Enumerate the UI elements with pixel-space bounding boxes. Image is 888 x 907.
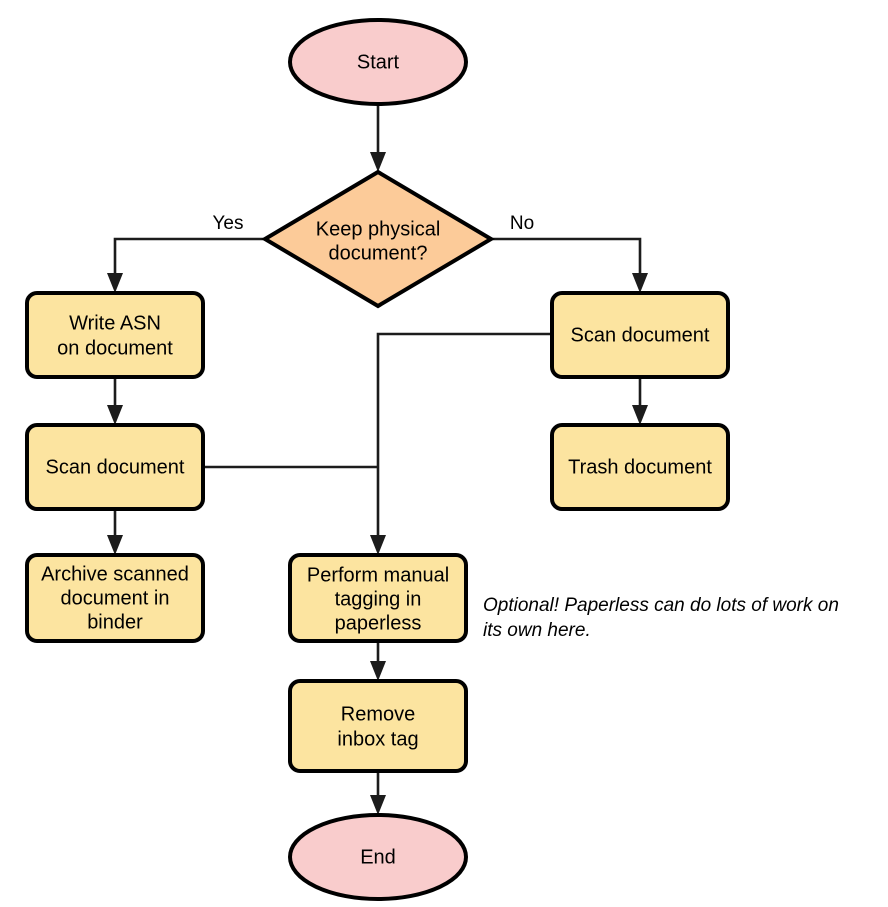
- connector-scan-right-to-trash: [632, 377, 648, 425]
- connector-decision-to-write-asn: [107, 237, 265, 293]
- scan-document-left-label: Scan document: [46, 456, 185, 478]
- node-trash-document[interactable]: Trash document: [550, 423, 730, 511]
- connector-write-asn-to-scan-left: [107, 377, 123, 425]
- connector-decision-to-scan-right: [491, 237, 648, 293]
- trash-document-box: [550, 423, 730, 511]
- scan-document-left-box: [25, 423, 205, 511]
- node-end[interactable]: End: [288, 813, 468, 901]
- decision-diamond: [261, 169, 495, 309]
- decision-label-line2: document?: [329, 242, 428, 264]
- node-remove-inbox-tag[interactable]: Remove inbox tag: [288, 679, 468, 773]
- end-ellipse: [288, 813, 468, 901]
- node-scan-document-right[interactable]: Scan document: [550, 291, 730, 379]
- node-scan-document-left[interactable]: Scan document: [25, 423, 205, 511]
- node-perform-manual-tagging[interactable]: Perform manual tagging in paperless: [288, 553, 468, 643]
- scan-document-right-box: [550, 291, 730, 379]
- optional-note-line1: Optional! Paperless can do lots of work …: [483, 595, 839, 616]
- connector-tagging-to-remove-inbox: [370, 641, 386, 681]
- write-asn-box: [25, 291, 205, 379]
- start-label: Start: [357, 51, 400, 73]
- archive-label-line1: Archive scanned: [41, 563, 189, 585]
- tagging-label-line1: Perform manual: [307, 564, 449, 586]
- remove-inbox-label-line2: inbox tag: [337, 728, 418, 750]
- connector-scan-right-to-tagging: [370, 332, 552, 555]
- trash-document-label: Trash document: [568, 456, 712, 478]
- connector-scan-left-to-archive: [107, 509, 123, 555]
- archive-box: [25, 553, 205, 643]
- tagging-box: [288, 553, 468, 643]
- connector-start-to-decision: [370, 102, 386, 172]
- start-ellipse: [288, 18, 468, 106]
- optional-note-line2: its own here.: [483, 620, 591, 641]
- scan-document-right-label: Scan document: [571, 324, 710, 346]
- edge-label-yes: Yes: [213, 213, 244, 234]
- write-asn-label-line2: on document: [57, 337, 173, 359]
- archive-label-line3: binder: [87, 611, 143, 633]
- write-asn-label-line1: Write ASN: [69, 312, 161, 334]
- node-decision-keep-physical-document[interactable]: Keep physical document?: [261, 169, 495, 309]
- decision-label-line1: Keep physical: [316, 218, 441, 240]
- tagging-label-line3: paperless: [335, 612, 422, 634]
- node-start[interactable]: Start: [288, 18, 468, 106]
- remove-inbox-label-line1: Remove: [341, 703, 415, 725]
- edge-label-no: No: [510, 213, 534, 234]
- tagging-label-line2: tagging in: [335, 588, 422, 610]
- connector-remove-inbox-to-end: [370, 771, 386, 815]
- archive-label-line2: document in: [61, 587, 170, 609]
- node-archive-scanned-document[interactable]: Archive scanned document in binder: [25, 553, 205, 643]
- end-label: End: [360, 846, 396, 868]
- remove-inbox-box: [288, 679, 468, 773]
- node-write-asn-on-document[interactable]: Write ASN on document: [25, 291, 205, 379]
- annotation-optional-note: Optional! Paperless can do lots of work …: [483, 595, 839, 641]
